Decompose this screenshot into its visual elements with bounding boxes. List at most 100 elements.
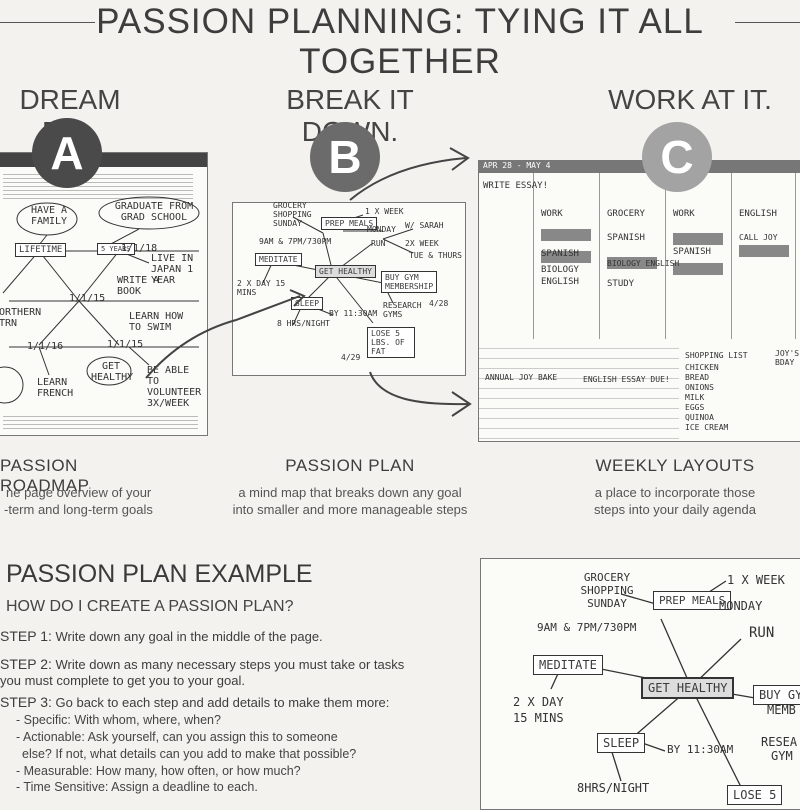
plan-center-goal: GET HEALTHY — [315, 265, 376, 278]
plan-run: RUN — [371, 239, 386, 248]
example-buy-gym: BUY GY — [753, 685, 800, 705]
weekly-entry: BIOLOGY — [541, 265, 579, 275]
caption-passion-plan: PASSION PLAN — [285, 456, 415, 475]
caption-weekly-layouts: WEEKLY LAYOUTS — [595, 456, 755, 475]
example-meditate: MEDITATE — [533, 655, 603, 675]
example-1x-week: 1 X WEEK — [727, 573, 785, 587]
example-membership: MEMB — [767, 703, 796, 717]
example-sleep: SLEEP — [597, 733, 646, 753]
plan-9am: 9AM & 7PM/730PM — [259, 237, 332, 246]
weekly-entry: ENGLISH — [739, 209, 777, 219]
caption-plan-line1: a mind map that breaks down any goal — [238, 485, 462, 500]
plan-8hrs: 8 HRS/NIGHT — [277, 319, 330, 328]
weekly-shopping-item: EGGS — [685, 403, 705, 412]
weekly-entry: STUDY — [607, 279, 635, 289]
example-title: PASSION PLAN EXAMPLE — [6, 560, 313, 588]
plan-sarah: W/ SARAH — [405, 221, 444, 230]
roadmap-node-volunteer: BE ABLE TO VOLUNTEER 3X/WEEK — [147, 365, 202, 409]
step-label: STEP 2: — [0, 656, 52, 672]
weekly-shopping-item: ONIONS — [685, 383, 714, 392]
weekly-entry: ENGLISH ESSAY DUE! — [583, 375, 670, 384]
example-gyms: GYM — [771, 749, 793, 763]
plan-lose-5: LOSE 5 LBS. OF FAT — [367, 327, 415, 358]
weekly-shopping-item: QUINOA — [685, 413, 714, 422]
weekly-shopping-item: ICE CREAM — [685, 423, 729, 432]
caption-roadmap-line2: -term and long-term goals — [4, 502, 153, 517]
plan-gym: BUY GYM MEMBERSHIP — [381, 271, 437, 293]
weekly-day-grid — [479, 173, 800, 339]
caption-plan-line2: into smaller and more manageable steps — [232, 502, 468, 517]
roadmap-date-1: 1/1/18 — [121, 243, 158, 254]
weekly-col-divider — [795, 173, 796, 339]
weekly-block — [673, 233, 723, 245]
circle-b: B — [310, 122, 380, 192]
weekly-shopping-title: SHOPPING LIST — [685, 351, 748, 360]
plan-2x-day: 2 X DAY 15 MINS — [237, 279, 286, 297]
caption-roadmap-line1: ne page overview of your — [6, 485, 152, 500]
roadmap-lines — [0, 196, 200, 404]
step-2-cont: you must complete to get you to your goa… — [0, 673, 245, 688]
weekly-entry: JOY'S BDAY — [775, 349, 800, 367]
example-center-goal: GET HEALTHY — [641, 677, 735, 699]
example-2x-day: 2 X DAY — [513, 695, 564, 709]
roadmap-node-northern: ORTHERN TRN — [0, 307, 42, 329]
caption-weekly-line2: steps into your daily agenda — [594, 502, 756, 517]
roadmap-node-french: LEARN FRENCH — [37, 377, 74, 399]
title-rule-right — [735, 22, 800, 23]
example-run: RUN — [749, 625, 775, 641]
example-by-1130: BY 11:30AM — [667, 743, 734, 756]
plan-2x-week: 2X WEEK — [405, 239, 439, 248]
plan-prep-meals: PREP MEALS — [321, 217, 378, 230]
weekly-block — [541, 229, 591, 241]
weekly-entry: WORK — [541, 209, 563, 219]
example-9am: 9AM & 7PM/730PM — [537, 621, 637, 634]
weekly-block — [607, 257, 657, 269]
plan-date-428: 4/28 — [429, 299, 449, 308]
roadmap-date-2: 1/1/15 — [69, 293, 106, 304]
example-prep-meals: PREP MEALS — [653, 591, 732, 610]
roadmap-node-healthy: GET HEALTHY — [91, 361, 134, 383]
circle-c: C — [642, 122, 712, 192]
bullet-time-sensitive: - Time Sensitive: Assign a deadline to e… — [16, 780, 258, 794]
weekly-shopping-item: BREAD — [685, 373, 710, 382]
weekly-entry: CALL JOY — [739, 233, 778, 242]
weekly-block — [739, 245, 789, 257]
weekly-shopping-item: CHICKEN — [685, 363, 719, 372]
roadmap-node-family: HAVE A FAMILY — [30, 205, 68, 227]
weekly-block — [673, 263, 723, 275]
roadmap-node-swim: LEARN HOW TO SWIM — [129, 311, 184, 333]
plan-monday: MONDAY — [367, 225, 396, 234]
step-2: STEP 2: Write down as many necessary ste… — [0, 656, 440, 673]
example-subtitle: HOW DO I CREATE A PASSION PLAN? — [6, 598, 294, 615]
weekly-entry: ENGLISH — [541, 277, 579, 287]
step-text: Write down any goal in the middle of the… — [55, 629, 323, 644]
step-label: STEP 3: — [0, 694, 52, 710]
step-label: STEP 1: — [0, 628, 52, 644]
weekly-col-divider — [533, 173, 534, 339]
step-1: STEP 1: Write down any goal in the middl… — [0, 628, 440, 645]
example-monday: MONDAY — [719, 599, 763, 613]
weekly-entry: SPANISH — [607, 233, 645, 243]
bullet-actionable: - Actionable: Ask yourself, can you assi… — [16, 730, 338, 744]
weekly-block — [541, 251, 591, 263]
roadmap-node-5-years: 5 YEARS — [97, 243, 135, 255]
roadmap-card: HAVE A FAMILY GRADUATE FROM GRAD SCHOOL … — [0, 152, 208, 436]
step-text: Go back to each step and add details to … — [55, 695, 390, 710]
weekly-entry: WORK — [673, 209, 695, 219]
weekly-entry: SPANISH — [673, 247, 711, 257]
roadmap-node-graduate: GRADUATE FROM GRAD SCHOOL — [114, 201, 194, 223]
weekly-entry: ANNUAL JOY BAKE — [485, 373, 558, 382]
step-3: STEP 3: Go back to each step and add det… — [0, 694, 440, 711]
weekly-entry-essay: WRITE ESSAY! — [483, 181, 549, 191]
example-grocery: GROCERY SHOPPING SUNDAY — [580, 571, 634, 610]
weekly-col-divider — [599, 173, 600, 339]
example-8hrs: 8HRS/NIGHT — [577, 781, 650, 795]
weekly-col-divider — [665, 173, 666, 339]
step-text: Write down as many necessary steps you m… — [55, 657, 405, 672]
roadmap-footer-text — [3, 413, 198, 429]
example-15-mins: 15 MINS — [513, 711, 564, 725]
plan-tue-thurs: TUE & THURS — [409, 251, 462, 260]
roadmap-date-3: 1/1/16 — [27, 341, 64, 352]
title-rule-left — [0, 22, 95, 23]
weekly-entry: SPANISH — [541, 249, 579, 259]
